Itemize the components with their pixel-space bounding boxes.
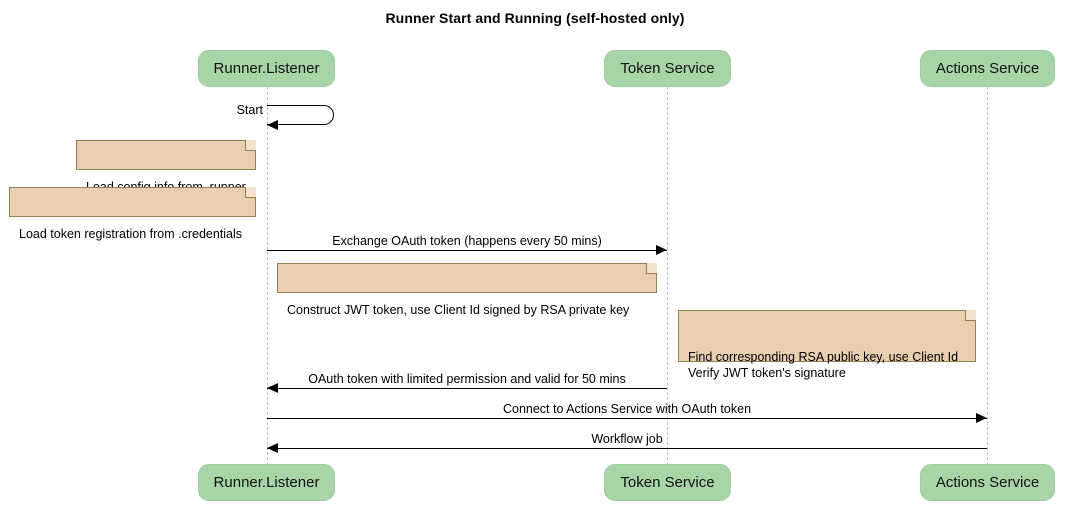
note-load-config: Load config info from .runner <box>76 140 256 194</box>
participant-top-actions[interactable]: Actions Service <box>920 50 1055 87</box>
note-fold-corner-icon <box>965 310 976 321</box>
participant-label: Token Service <box>620 474 715 491</box>
message-arrowhead-workflow-job <box>267 443 278 453</box>
participant-label: Actions Service <box>935 60 1040 77</box>
participant-bottom-runner[interactable]: Runner.Listener <box>198 464 335 501</box>
participant-label: Token Service <box>620 60 715 77</box>
lifeline-actions <box>987 87 988 465</box>
message-line-oauth-token <box>267 388 667 389</box>
participant-bottom-actions[interactable]: Actions Service <box>920 464 1055 501</box>
message-label-exchange-oauth: Exchange OAuth token (happens every 50 m… <box>332 234 602 248</box>
note-verify-jwt: Find corresponding RSA public key, use C… <box>678 310 976 380</box>
message-arrowhead-oauth-token <box>267 383 278 393</box>
message-label-connect-actions: Connect to Actions Service with OAuth to… <box>502 402 752 416</box>
message-arrowhead-connect-actions <box>976 413 987 423</box>
note-construct-jwt: Construct JWT token, use Client Id signe… <box>277 263 657 317</box>
participant-label: Actions Service <box>935 474 1040 491</box>
note-text: Construct JWT token, use Client Id signe… <box>287 303 630 317</box>
note-text: Find corresponding RSA public key, use C… <box>688 350 959 380</box>
self-message-arrowhead-start <box>267 120 278 130</box>
participant-top-token[interactable]: Token Service <box>604 50 731 87</box>
note-fold-corner-icon <box>245 140 256 151</box>
message-arrowhead-exchange-oauth <box>656 245 667 255</box>
participant-label: Runner.Listener <box>213 60 320 77</box>
message-label-workflow-job: Workflow job <box>591 432 663 446</box>
note-text: Load token registration from .credential… <box>19 227 243 241</box>
self-message-label-start: Start <box>236 103 263 117</box>
message-line-exchange-oauth <box>267 250 667 251</box>
lifeline-runner <box>267 87 268 465</box>
note-load-token-registration: Load token registration from .credential… <box>9 187 256 241</box>
message-line-workflow-job <box>267 448 987 449</box>
participant-top-runner[interactable]: Runner.Listener <box>198 50 335 87</box>
participant-label: Runner.Listener <box>213 474 320 491</box>
note-fold-corner-icon <box>245 187 256 198</box>
message-line-connect-actions <box>267 418 987 419</box>
participant-bottom-token[interactable]: Token Service <box>604 464 731 501</box>
note-fold-corner-icon <box>646 263 657 274</box>
diagram-title: Runner Start and Running (self-hosted on… <box>385 10 685 26</box>
lifeline-token <box>667 87 668 465</box>
self-message-loop-start <box>267 105 334 125</box>
message-label-oauth-token: OAuth token with limited permission and … <box>308 372 626 386</box>
